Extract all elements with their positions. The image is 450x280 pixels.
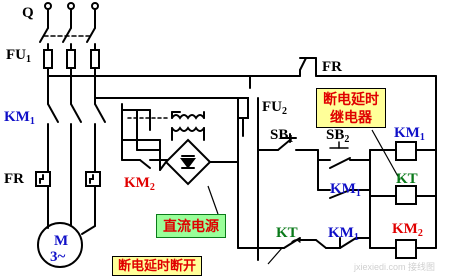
label-sb2: SB2 [326,127,350,146]
control-feed [47,57,437,249]
km1-main-contacts [47,103,106,169]
label-km1-holding: KM1 [330,181,361,200]
label-fu2: FU2 [262,99,287,118]
label-km1-main: KM1 [4,109,35,128]
phase-lines [44,2,99,29]
label-motor-3: 3~ [50,249,66,265]
label-km2-coil: KM2 [392,221,423,240]
callout-pointers [207,129,401,265]
label-motor-m: M [54,233,69,249]
label-q: Q [22,5,34,21]
label-fr-thermal: FR [4,171,24,187]
watermark: jxiexiedi.com 接线图 [354,262,436,272]
label-fr-contact: FR [322,59,342,75]
callout-dc-source: 直流电源 [156,214,226,238]
dc-supply [121,103,239,186]
thermal-relay-fr [35,167,101,227]
fuse-fu2 [237,75,251,137]
callout-delay-relay: 断电延时 继电器 [316,88,386,128]
label-km2-dc: KM2 [124,175,155,194]
label-kt-contact: KT [276,225,298,241]
label-km1-nc: KM1 [328,225,359,244]
label-sb1: SB1 [270,127,294,146]
motor [37,222,96,268]
callout-delay-break: 断电延时断开 [112,256,203,276]
label-kt-coil: KT [396,171,418,187]
label-fu1: FU1 [6,47,31,66]
control-rungs [237,97,437,261]
main-switch-q [39,27,96,51]
label-km1-coil: KM1 [394,125,425,144]
